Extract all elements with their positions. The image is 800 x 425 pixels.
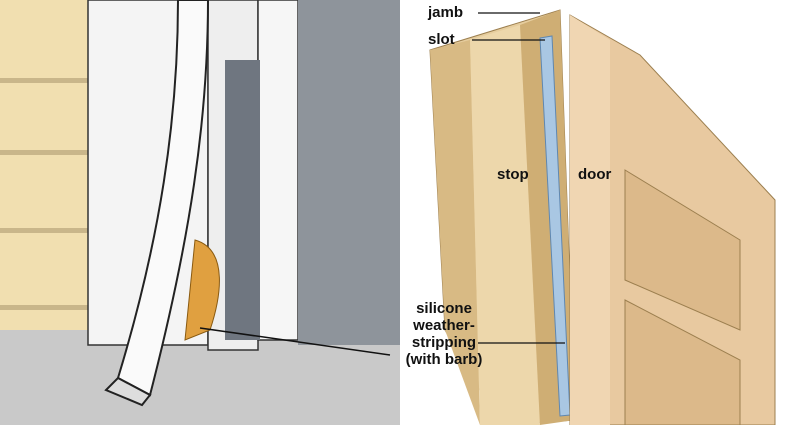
label-line: silicone	[416, 300, 472, 317]
label-weatherstripping: silicone weather- stripping (with barb)	[398, 300, 490, 368]
leader-line	[199, 327, 391, 356]
label-door: door	[578, 166, 612, 183]
label-line: stripping	[411, 334, 477, 351]
label-stop: stop	[497, 166, 529, 183]
siding	[0, 0, 88, 330]
wall	[298, 0, 400, 345]
left-illustration	[0, 0, 400, 425]
right-illustration	[429, 9, 776, 425]
door-panel	[624, 169, 741, 331]
label-jamb: jamb	[428, 4, 464, 21]
label-line: weather-	[413, 317, 475, 334]
label-slot: slot	[428, 31, 455, 48]
label-line: (with barb)	[405, 351, 483, 368]
